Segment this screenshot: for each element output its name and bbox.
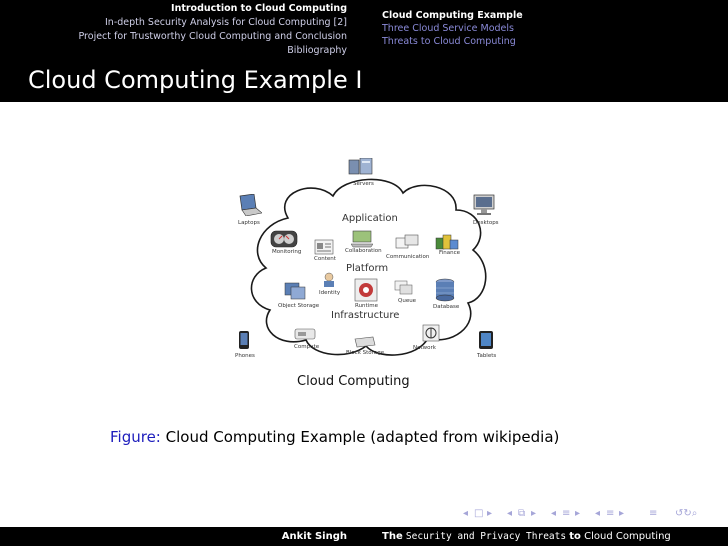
runtime-label: Runtime — [355, 303, 378, 309]
subsection-navigation: Cloud Computing Example Three Cloud Serv… — [378, 0, 718, 58]
caption-label: Figure: — [110, 428, 161, 446]
frame-title: Cloud Computing Example I — [28, 66, 363, 94]
beamer-navigation-symbols: ◂ □ ▸ ◂ ⧉ ▸ ◂ ≡ ▸ ◂ ≡ ▸ ≡ ↺↻⌕ — [463, 508, 718, 520]
runtime-icon — [354, 278, 378, 302]
compute-icon — [294, 326, 316, 342]
phone-icon — [238, 330, 250, 350]
communication-label: Communication — [386, 254, 430, 260]
laptops-label: Laptops — [238, 220, 260, 226]
cloud-computing-label: Cloud Computing — [297, 374, 410, 389]
object-storage-icon — [284, 280, 306, 300]
nav-prev-frame-icon[interactable]: ◂ — [463, 508, 469, 519]
nav-doc-icon[interactable]: ≡ — [606, 508, 615, 519]
application-layer-label: Application — [342, 213, 398, 224]
content-icon — [314, 239, 334, 255]
servers-icon — [346, 158, 376, 178]
subsection-link-service-models[interactable]: Three Cloud Service Models — [382, 23, 514, 34]
header-bar: Introduction to Cloud Computing In-depth… — [0, 0, 728, 58]
caption-text: Cloud Computing Example (adapted from wi… — [165, 428, 560, 446]
section-link-introduction[interactable]: Introduction to Cloud Computing — [171, 3, 347, 14]
queue-label: Queue — [398, 298, 417, 304]
subsection-link-threats[interactable]: Threats to Cloud Computing — [382, 36, 516, 47]
section-link-security-analysis[interactable]: In-depth Security Analysis for Cloud Com… — [105, 17, 347, 28]
platform-layer-label: Platform — [346, 263, 389, 274]
desktops-label: Desktops — [473, 220, 499, 226]
footer-bar: Ankit Singh The Security and Privacy Thr… — [0, 527, 728, 546]
footer-title: The Security and Privacy Threats to Clou… — [382, 527, 671, 546]
nav-next-frame-icon[interactable]: ▸ — [487, 508, 493, 519]
footer-title-the: The — [382, 531, 403, 542]
footer-author-box: Ankit Singh — [0, 527, 363, 546]
collaboration-icon — [351, 230, 373, 248]
database-icon — [434, 278, 456, 302]
nav-next-subsection-icon[interactable]: ▸ — [531, 508, 537, 519]
nav-search-icon[interactable]: ↺↻⌕ — [675, 508, 698, 519]
nav-return-icon[interactable]: ≡ — [649, 508, 658, 519]
infrastructure-layer-label: Infrastructure — [331, 310, 400, 321]
nav-prev-doc-icon[interactable]: ◂ — [595, 508, 601, 519]
collaboration-label: Collaboration — [345, 248, 382, 254]
desktop-icon — [472, 194, 496, 216]
cloud-computing-figure: Servers Laptops Desktops Application Mon… — [218, 148, 518, 398]
compute-label: Compute — [294, 344, 320, 350]
nav-prev-section-icon[interactable]: ◂ — [551, 508, 557, 519]
object-storage-label: Object Storage — [278, 303, 320, 309]
cloud-shape — [250, 178, 487, 356]
nav-subsection-icon[interactable]: ⧉ — [518, 508, 526, 519]
footer-author: Ankit Singh — [281, 531, 347, 542]
network-label: Network — [413, 345, 436, 351]
network-icon — [422, 324, 440, 342]
nav-next-section-icon[interactable]: ▸ — [575, 508, 581, 519]
cloud-diagram — [250, 178, 487, 356]
tablet-icon — [478, 330, 494, 350]
identity-icon — [322, 272, 336, 288]
block-storage-icon — [353, 335, 377, 349]
subsection-link-cloud-example[interactable]: Cloud Computing Example — [382, 10, 523, 21]
section-navigation: Introduction to Cloud Computing In-depth… — [0, 0, 363, 58]
phones-label: Phones — [235, 353, 255, 359]
section-link-bibliography[interactable]: Bibliography — [287, 45, 347, 56]
block-storage-label: Block Storage — [346, 350, 385, 356]
footer-title-mono: Security and Privacy Threats — [405, 531, 567, 542]
tablets-label: Tablets — [477, 353, 497, 359]
figure-caption: Figure: Cloud Computing Example (adapted… — [110, 427, 559, 447]
identity-label: Identity — [319, 290, 341, 296]
nav-section-icon[interactable]: ≡ — [562, 508, 571, 519]
servers-label: Servers — [353, 181, 374, 187]
database-label: Database — [433, 304, 460, 310]
footer-title-end: Cloud Computing — [584, 531, 671, 542]
queue-icon — [394, 280, 414, 296]
footer-title-to: to — [569, 531, 581, 542]
finance-label: Finance — [439, 250, 461, 256]
nav-prev-subsection-icon[interactable]: ◂ — [507, 508, 513, 519]
finance-icon — [435, 232, 459, 250]
nav-frame-icon[interactable]: □ — [474, 508, 484, 519]
content-label: Content — [314, 256, 336, 262]
monitoring-icon — [270, 230, 298, 248]
frame-title-bar: Cloud Computing Example I — [0, 58, 728, 102]
communication-icon — [395, 234, 419, 252]
section-link-project[interactable]: Project for Trustworthy Cloud Computing … — [78, 31, 348, 42]
laptop-icon — [236, 194, 262, 216]
monitoring-label: Monitoring — [272, 249, 302, 255]
nav-next-doc-icon[interactable]: ▸ — [619, 508, 625, 519]
